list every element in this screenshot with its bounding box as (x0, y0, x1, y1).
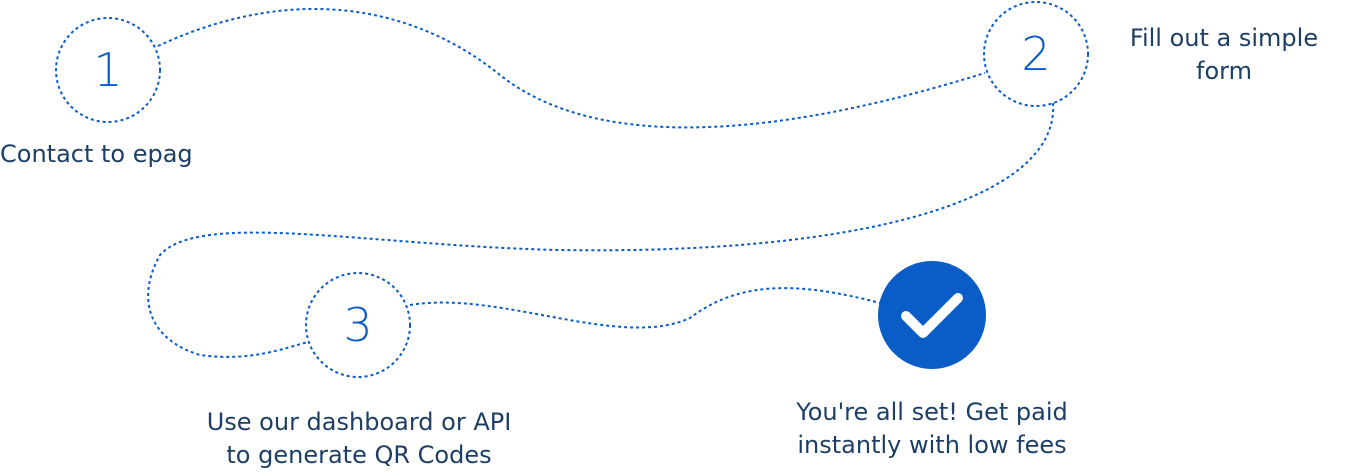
step-1-number: 1 (93, 43, 122, 97)
step-1-circle (55, 17, 161, 123)
connector-path (147, 102, 1055, 358)
step-done (878, 261, 986, 369)
step-3-circle (305, 272, 411, 378)
step-2: 2 (983, 1, 1089, 107)
step-2-circle (983, 1, 1089, 107)
connector-path (157, 7, 986, 129)
connector-path (409, 287, 881, 329)
step-2-label: Fill out a simple form (1129, 24, 1319, 85)
step-3-number: 3 (343, 298, 372, 352)
step-3: 3 (305, 272, 411, 378)
step-1: 1 (55, 17, 161, 123)
checkmark-icon (901, 293, 963, 338)
step-1-label: Contact to epag (0, 140, 193, 168)
done-circle (878, 261, 986, 369)
step-2-number: 2 (1021, 27, 1050, 81)
step-3-label: Use our dashboard or API to generate QR … (206, 408, 512, 469)
step-done-label: You're all set! Get paid instantly with … (796, 398, 1068, 459)
